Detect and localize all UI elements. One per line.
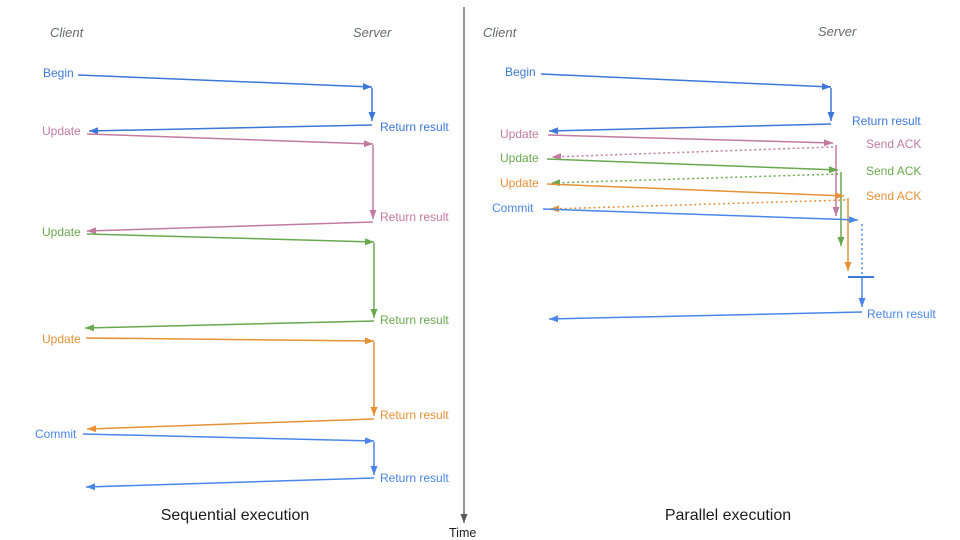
sequential-begin-exchange: Begin Return result (43, 66, 449, 135)
commit-request-line (82, 433, 375, 445)
begin-request-line (540, 73, 832, 91)
update2-ack-label: Send ACK (866, 164, 921, 178)
begin-response-line (548, 123, 832, 135)
sequential-update3-exchange: Update Return result (42, 332, 449, 433)
begin-response-line (88, 124, 373, 135)
update3-request-label: Update (42, 332, 81, 346)
update1-ack-label: Send ACK (866, 137, 921, 151)
sequential-server-header: Server (353, 25, 392, 40)
sequential-client-header: Client (50, 25, 85, 40)
update2-response-line (84, 320, 375, 332)
update1-request-label: Update (42, 124, 81, 138)
update1-response-label: Return result (380, 210, 449, 224)
update3-response-label: Return result (380, 408, 449, 422)
sequential-caption: Sequential execution (161, 507, 310, 524)
update3-ack-label: Send ACK (866, 189, 921, 203)
parallel-commit-exchange: Commit Return result (492, 201, 936, 323)
begin-response-label: Return result (852, 114, 921, 128)
parallel-begin-exchange: Begin Return result (505, 65, 921, 135)
update2-request-label: Update (42, 225, 81, 239)
update2-request-label: Update (500, 151, 539, 165)
parallel-update2-exchange: Update Send ACK (500, 151, 921, 246)
commit-request-label: Commit (35, 427, 77, 441)
update1-request-line (547, 134, 834, 147)
commit-response-label: Return result (867, 307, 936, 321)
begin-request-line (77, 74, 373, 91)
sequential-panel: Client Server Begin Return result Update… (35, 25, 449, 524)
update2-response-label: Return result (380, 313, 449, 327)
time-axis-label: Time (449, 526, 476, 540)
time-axis: Time (449, 7, 476, 540)
update1-ack-line (551, 146, 834, 161)
update3-request-line (85, 337, 375, 345)
sequential-update2-exchange: Update Return result (42, 225, 449, 332)
sequential-update1-exchange: Update Return result (42, 124, 449, 235)
parallel-update1-exchange: Update Send ACK (500, 127, 921, 216)
update1-request-line (86, 133, 374, 148)
update1-response-line (86, 221, 374, 235)
update3-response-line (86, 418, 375, 433)
parallel-panel: Client Server Begin Return result Update… (483, 24, 936, 524)
begin-request-label: Begin (43, 66, 74, 80)
sequential-commit-exchange: Commit Return result (35, 427, 449, 491)
update2-request-line (86, 233, 375, 246)
update2-ack-line (550, 173, 839, 187)
update2-request-line (546, 158, 839, 174)
commit-response-line (548, 311, 863, 323)
update3-ack-line (549, 199, 846, 213)
commit-request-label: Commit (492, 201, 534, 215)
update3-request-label: Update (500, 176, 539, 190)
commit-response-label: Return result (380, 471, 449, 485)
parallel-caption: Parallel execution (665, 507, 791, 524)
begin-response-label: Return result (380, 120, 449, 134)
parallel-server-header: Server (818, 24, 857, 39)
update1-request-label: Update (500, 127, 539, 141)
commit-response-line (85, 477, 375, 491)
update3-request-line (546, 183, 845, 200)
parallel-client-header: Client (483, 25, 518, 40)
parallel-update3-exchange: Update Send ACK (500, 176, 921, 271)
begin-request-label: Begin (505, 65, 536, 79)
commit-request-line (542, 208, 859, 224)
